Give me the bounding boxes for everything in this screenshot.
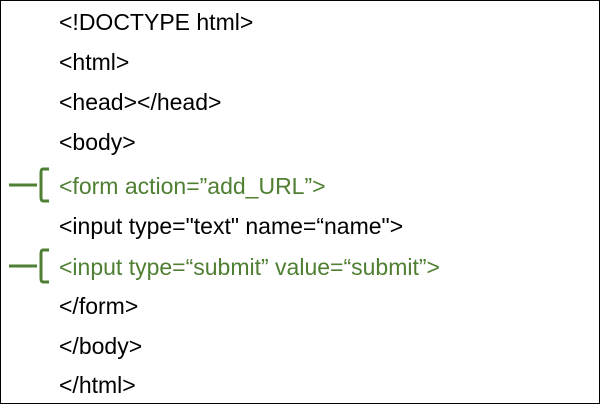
bracket-icon [9, 167, 49, 203]
code-line-doctype: <!DOCTYPE html> [59, 9, 254, 35]
code-line-form-close: </form> [59, 293, 139, 319]
code-line-body-close: </body> [59, 333, 143, 359]
code-line-html-open: <html> [59, 49, 130, 75]
code-line-html-close: </html> [59, 372, 136, 398]
code-line-form-open: <form action=”add_URL”> [59, 173, 326, 199]
code-line-input-submit: <input type=“submit” value=“submit”> [59, 254, 440, 280]
code-line-head: <head></head> [59, 89, 222, 115]
code-line-input-text: <input type="text" name=“name"> [59, 213, 404, 239]
code-line-body-open: <body> [59, 129, 136, 155]
bracket-icon [9, 248, 49, 284]
